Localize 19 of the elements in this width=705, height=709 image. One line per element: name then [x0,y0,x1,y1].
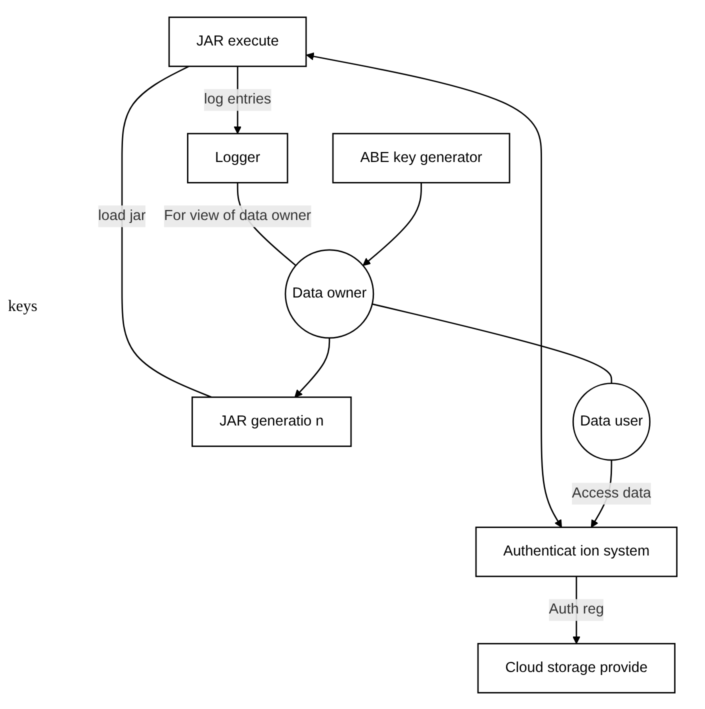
node-box: Logger [187,132,288,183]
node-circle: Data user [572,382,651,460]
arrow [306,52,562,528]
edge-label: log entries [204,91,272,107]
connector [121,65,212,398]
edge-label: load jar [98,208,146,224]
node-box: ABE key generator [332,132,510,183]
edge-label: Access data [572,485,652,500]
node-box: JAR generatio n [192,396,352,446]
edge-label: Auth reg [548,601,604,617]
arrow [362,182,422,266]
note-text: keys [8,298,38,316]
node-box: Cloud storage provide [477,642,676,693]
arrow [294,337,330,398]
edge-label: For view of data owner [164,208,312,224]
node-circle: Data owner [284,248,374,338]
node-box: JAR execute [168,16,307,67]
node-box: Authenticat ion system [475,526,678,577]
connector [372,302,612,383]
